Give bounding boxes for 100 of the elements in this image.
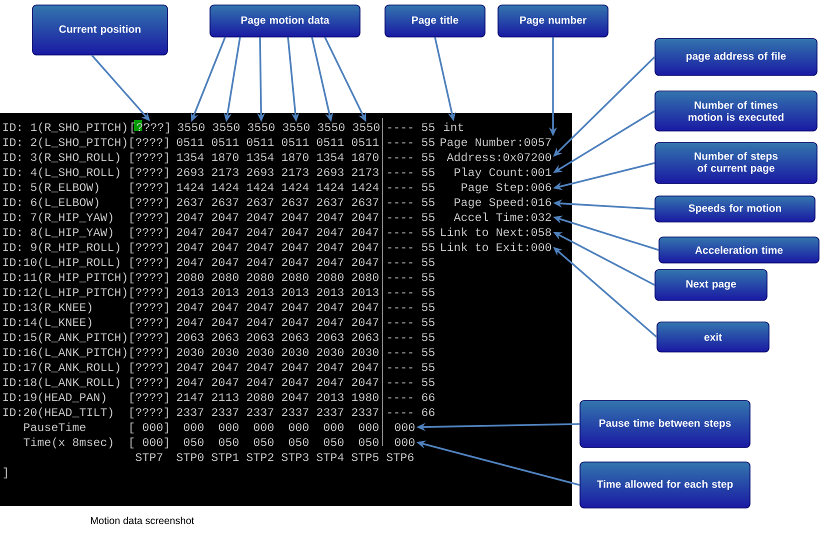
terminal-text: 2047 xyxy=(352,228,378,236)
terminal-text: ID:10(L_HIP_ROLL) xyxy=(3,258,120,268)
terminal-text: 3550 xyxy=(248,123,274,132)
terminal-text: ---- xyxy=(388,202,412,204)
terminal-text: ID:15(R_ANK_PITCH) xyxy=(3,332,126,344)
terminal-text: 55 xyxy=(422,243,434,252)
terminal-text: 2063 xyxy=(177,333,204,342)
terminal-text: [????] xyxy=(130,152,168,164)
terminal-text: 2047 xyxy=(317,243,344,252)
terminal-text: 2047 xyxy=(212,378,238,386)
terminal-text: 0511 xyxy=(352,138,379,146)
terminal-text: 2047 xyxy=(212,228,238,236)
terminal-text: 2337 xyxy=(352,408,378,416)
terminal-text: 000 xyxy=(184,423,204,432)
terminal-text: 1424 xyxy=(177,183,204,191)
terminal-text: ---- xyxy=(388,292,412,294)
terminal-text: Accel Time:032 xyxy=(454,212,551,222)
terminal-text: 1424 xyxy=(282,183,309,191)
terminal-text: 55 xyxy=(422,153,434,162)
terminal-text: STP2 xyxy=(246,453,274,462)
terminal-text: 2047 xyxy=(247,258,274,266)
terminal-text: 2047 xyxy=(247,243,274,252)
terminal-text: 2173 xyxy=(212,168,238,176)
terminal-text: 1354 xyxy=(177,153,204,162)
terminal-text: 2693 xyxy=(247,168,274,176)
callout-box: Number of steps of current page xyxy=(654,142,818,184)
terminal-text: ---- xyxy=(388,232,412,234)
terminal-text: 2693 xyxy=(317,168,344,176)
terminal-text: ---- xyxy=(388,412,412,414)
terminal-text: PauseTime xyxy=(24,422,86,432)
terminal-text: ---- xyxy=(388,262,412,264)
terminal-text: 2080 xyxy=(247,273,274,282)
terminal-text: ---- xyxy=(388,382,412,384)
terminal-text: STP3 xyxy=(282,453,308,462)
terminal-text: 1424 xyxy=(212,183,239,191)
terminal-text: 55 xyxy=(422,183,434,192)
terminal-text: 2047 xyxy=(282,303,308,312)
terminal-text: 55 xyxy=(422,288,434,296)
terminal-text: [????] xyxy=(130,302,168,314)
terminal-text: 0511 xyxy=(212,138,239,146)
callout-box: page address of file xyxy=(654,38,818,76)
terminal-text: ID: 5(R_ELBOW) xyxy=(3,182,98,194)
callout-box: Current position xyxy=(32,4,168,56)
terminal-text: [????] xyxy=(130,272,168,284)
terminal-text: 2063 xyxy=(352,333,378,342)
terminal-text: 2047 xyxy=(212,318,238,326)
terminal-text: [????] xyxy=(130,348,168,358)
terminal-text: ---- xyxy=(388,397,412,398)
terminal-text: 2047 xyxy=(177,303,204,312)
terminal-text: [????] xyxy=(130,392,168,404)
terminal-text: ---- xyxy=(388,277,412,278)
terminal-text: 2637 xyxy=(247,198,274,206)
terminal-text: 2047 xyxy=(212,363,238,372)
terminal-text: Time(x 8msec) xyxy=(24,438,112,448)
terminal-text: 0511 xyxy=(176,138,204,146)
terminal-text: 050 xyxy=(324,438,344,446)
terminal-text: 2047 xyxy=(352,213,378,222)
terminal-text: [????] xyxy=(130,138,168,148)
terminal-text: 2637 xyxy=(212,198,238,206)
terminal-text: 3550 xyxy=(212,123,240,132)
terminal-text: STP4 xyxy=(316,453,344,462)
terminal-text: 55 xyxy=(422,318,434,326)
terminal-text: 2047 xyxy=(282,258,308,266)
terminal-text: 2080 xyxy=(247,393,274,402)
terminal-text: 2080 xyxy=(352,273,378,282)
terminal-text: 2047 xyxy=(212,213,238,222)
terminal-text: 2047 xyxy=(282,393,308,402)
terminal-text: 050 xyxy=(218,438,238,446)
terminal-text: ID:14(L_KNEE) xyxy=(3,318,92,328)
terminal-text: 55 xyxy=(422,138,434,146)
terminal-text: 2637 xyxy=(352,198,378,206)
terminal-text: ID:18(L_ANK_ROLL) xyxy=(3,378,120,388)
terminal-text: 2063 xyxy=(282,333,308,342)
terminal-text: 2337 xyxy=(317,408,344,416)
terminal-text: [????] xyxy=(130,408,168,418)
terminal-text: Play Count:001 xyxy=(454,168,552,178)
terminal-text: 55 xyxy=(422,273,434,282)
terminal-text: Page Number:0057 xyxy=(440,138,551,148)
terminal-text: 2637 xyxy=(282,198,308,206)
terminal-text: [????] xyxy=(130,198,168,208)
terminal-text: [????] xyxy=(130,362,168,374)
terminal-text: 2047 xyxy=(317,258,344,266)
terminal-text: 000 xyxy=(324,423,344,432)
terminal-text: 2047 xyxy=(317,303,344,312)
callout-box: Next page xyxy=(654,269,768,301)
terminal-text: 2337 xyxy=(247,408,274,416)
caption: Motion data screenshot xyxy=(91,516,194,524)
callout-box: Time allowed for each step xyxy=(580,462,750,508)
callout-box: Page motion data xyxy=(210,4,360,38)
terminal-text: [????] xyxy=(130,242,168,254)
terminal-text: [????] xyxy=(130,168,168,178)
terminal-text: 2147 xyxy=(177,393,204,401)
terminal-text: 2047 xyxy=(352,258,378,266)
terminal-text: 2013 xyxy=(247,288,274,296)
terminal-text: 2047 xyxy=(352,303,378,312)
terminal-text: 2173 xyxy=(352,168,378,176)
terminal-text: ---- xyxy=(388,352,412,354)
terminal-text: ID:19(HEAD_PAN) xyxy=(3,392,106,404)
terminal-text: 1354 xyxy=(317,153,344,162)
terminal-text: ID:17(R_ANK_ROLL) xyxy=(3,362,120,374)
